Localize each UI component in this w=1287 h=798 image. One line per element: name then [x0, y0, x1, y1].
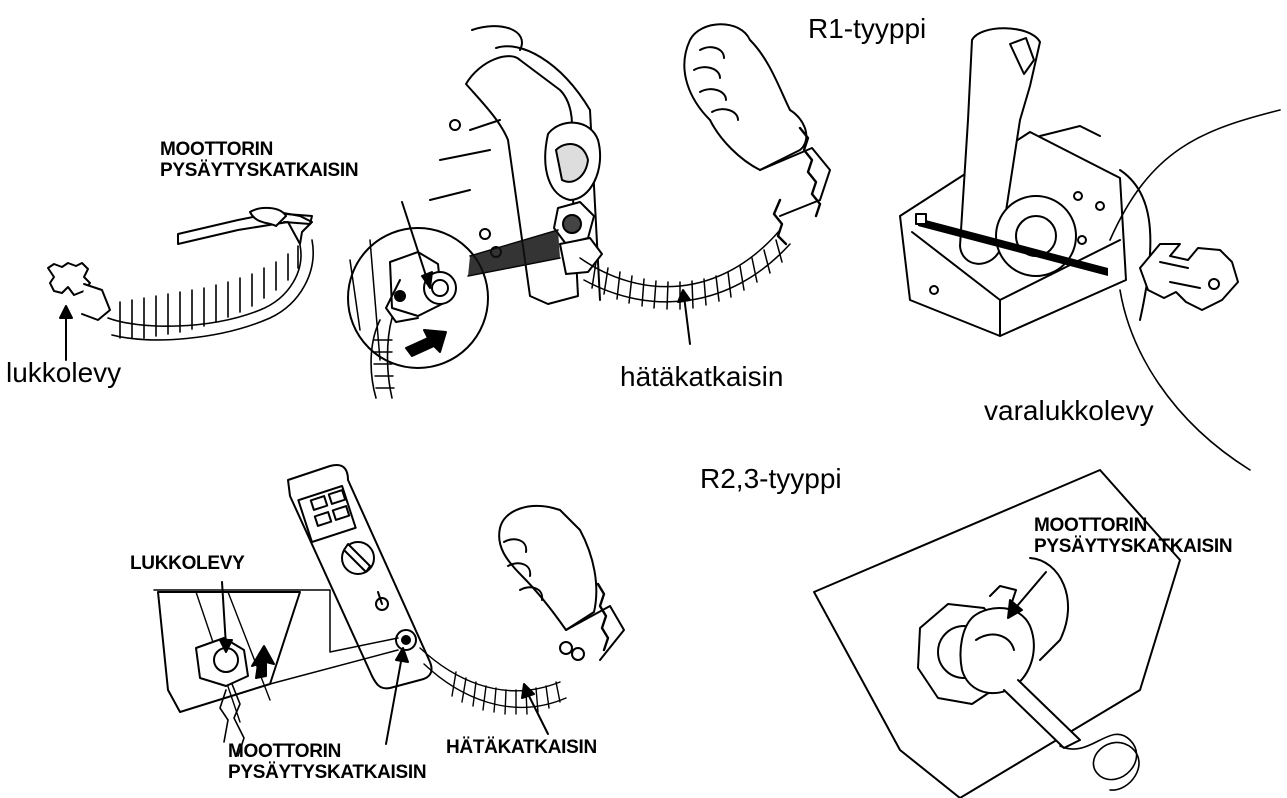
- r23-type-label: R2,3-tyyppi: [700, 464, 842, 494]
- r1-type-label: R1-tyyppi: [808, 14, 926, 44]
- stop-switch-right-line-1: MOOTTORIN: [1034, 516, 1232, 537]
- lock-plate-caps-label: LUKKOLEVY: [130, 554, 244, 575]
- spare-lock-plate: [1140, 244, 1238, 310]
- stop-switch-right-line-2: PYSÄYTYSKATKAISIN: [1034, 537, 1232, 558]
- stop-switch-bottom-line-2: PYSÄYTYSKATKAISIN: [228, 763, 426, 784]
- stop-switch-label-bottom: MOOTTORIN PYSÄYTYSKATKAISIN: [228, 742, 426, 783]
- stop-switch-label-right: MOOTTORIN PYSÄYTYSKATKAISIN: [1034, 516, 1232, 557]
- stop-switch-top-line-1: MOOTTORIN: [160, 140, 358, 161]
- engine-stop-switch-drawing: [348, 24, 830, 398]
- emergency-switch-label: hätäkatkaisin: [620, 362, 783, 392]
- hand-top: [684, 24, 806, 170]
- spare-lock-plate-label: varalukkolevy: [984, 396, 1154, 426]
- lanyard-clip: [178, 212, 312, 244]
- lock-plate-label: lukkolevy: [6, 358, 121, 388]
- r23-panel-drawing: [154, 465, 624, 756]
- coiled-cord-bottom: [420, 648, 566, 714]
- lanyard-plug: [82, 284, 110, 320]
- stop-switch-top-line-2: PYSÄYTYSKATKAISIN: [160, 161, 358, 182]
- emergency-switch-caps-label: HÄTÄKATKAISIN: [446, 738, 597, 759]
- stop-switch-bottom-line-1: MOOTTORIN: [228, 742, 426, 763]
- lock-plate-lanyard-drawing: [48, 208, 313, 360]
- coiled-cord: [108, 240, 313, 340]
- arrow-hatakatkaisin: [684, 296, 690, 344]
- stop-switch-label-top: MOOTTORIN PYSÄYTYSKATKAISIN: [160, 140, 358, 181]
- hand-bottom: [499, 506, 596, 630]
